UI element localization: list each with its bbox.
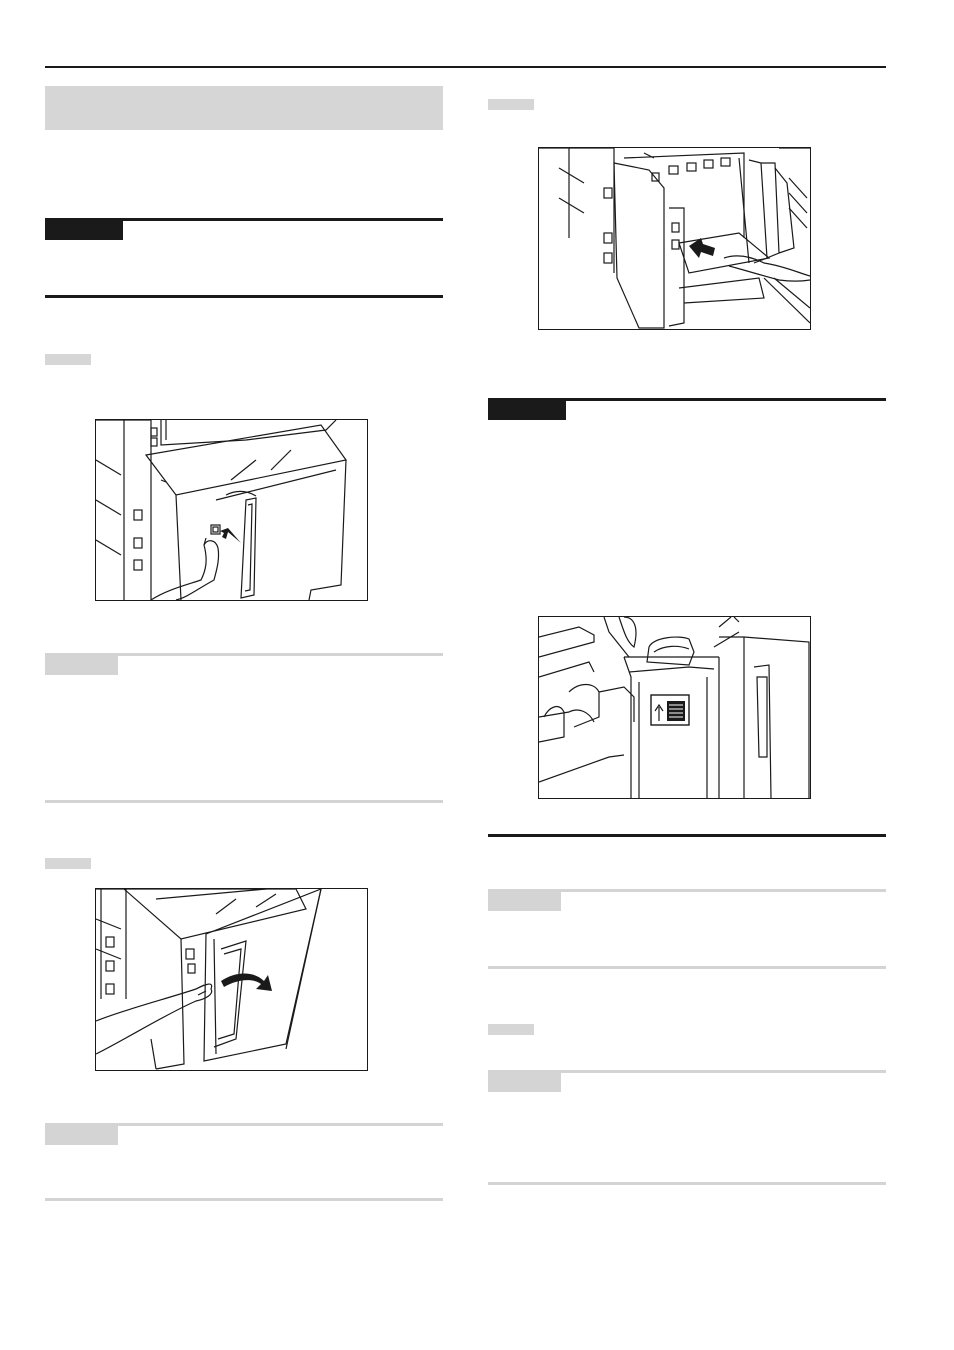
figure-1-drawing (96, 420, 348, 600)
figure-2-drawing (96, 889, 322, 1070)
figure-3-drawing (539, 148, 810, 329)
note-3-tag (488, 891, 561, 911)
figure-insert-paper (538, 147, 811, 330)
section-title-band (45, 86, 443, 130)
note-2-end-rule (45, 1198, 443, 1201)
note-2-tag (45, 1125, 118, 1145)
caution-tag (45, 220, 123, 240)
note-2-rule (45, 1123, 443, 1126)
note-3-rule (488, 889, 886, 892)
caution-end-rule (45, 295, 443, 298)
caution-rule (45, 218, 443, 221)
step-4-marker (488, 1024, 534, 1035)
figure-paper-label (538, 616, 811, 799)
note-1-end-rule (45, 800, 443, 803)
figure-open-cover (95, 888, 368, 1071)
caution-2-tag (488, 400, 566, 420)
note-1-rule (45, 653, 443, 656)
note-3-end-rule (488, 966, 886, 969)
step-2-marker (45, 858, 91, 869)
curved-arrow-icon (221, 973, 272, 991)
header-rule (45, 66, 886, 68)
section-end-rule (488, 834, 886, 837)
note-4-tag (488, 1072, 561, 1092)
figure-press-button (95, 419, 368, 601)
arrow-icon (220, 528, 241, 543)
note-4-rule (488, 1070, 886, 1073)
paper-feed-icon (650, 694, 690, 726)
step-1-marker (45, 354, 91, 365)
caution-2-rule (488, 398, 886, 401)
arrow-icon (689, 238, 715, 258)
note-4-end-rule (488, 1182, 886, 1185)
figure-4-drawing (539, 617, 810, 798)
note-1-tag (45, 655, 118, 675)
step-3-marker (488, 99, 534, 110)
